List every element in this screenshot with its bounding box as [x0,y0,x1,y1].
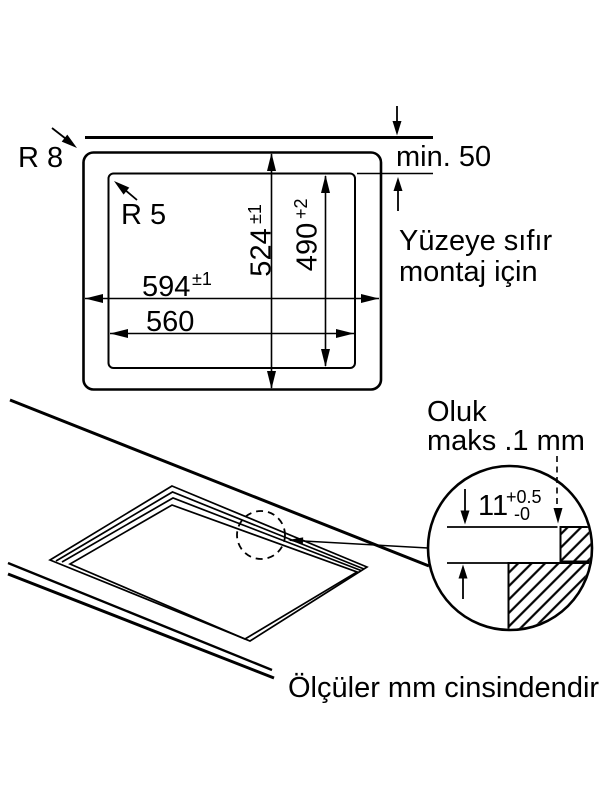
rebate-depth-down-arrow-icon [460,489,470,525]
arrowhead-up-icon [267,153,276,171]
arrowhead-down-icon [321,349,330,367]
arrowhead-left-icon [110,329,128,338]
dim-524-value: 524 [246,228,278,276]
rebate-depth-tolerance-upper: +0.5 [506,487,542,507]
rim-ring-outer [48,485,369,642]
dimension-outer-width: 594 ±1 [85,269,379,303]
dim-594-value: 594 [142,271,190,303]
rebate-depth-value: 11 [478,490,508,522]
rim-ring-inner [61,497,362,572]
groove-pointer-dashed-arrow [553,456,563,524]
worktop-front-edge-line-2 [7,572,275,680]
arrowhead-right-icon [361,294,379,303]
rebate-depth-tolerance-lower: -0 [514,504,530,524]
r5-leader-arrow-icon [114,181,138,201]
dim-524-tolerance: ±1 [245,204,265,224]
min50-up-arrow-icon [393,177,403,211]
dim-594-tolerance: ±1 [192,269,212,289]
min50-label: min. 50 [396,141,491,173]
rebate-depth-up-arrow-icon [458,564,468,599]
flush-note-line1: Yüzeye sıfır [399,225,552,257]
flush-note-line2: montaj için [399,256,538,288]
arrowhead-down-icon [267,371,276,389]
cutout-hole-outline [68,504,359,640]
dim-560-value: 560 [146,306,194,338]
arrowhead-left-icon [85,294,103,303]
top-view-diagram: min. 50 Yüzeye sıfır montaj için R 8 R 5 [18,106,552,391]
worktop-back-edge-line [9,398,430,568]
groove-highlight-dashed-circle [236,510,286,560]
worktop-front-edge-line-1 [7,561,273,672]
units-note: Ölçüler mm cinsindendir [288,672,599,704]
groove-label-line1: Oluk [427,396,487,428]
dimension-cutout-width: 560 [110,306,354,338]
dim-490-tolerance: +2 [291,198,311,219]
worktop-section-lower-hatch [507,562,591,629]
perspective-view-diagram: 11 +0.5 -0 Oluk maks .1 mm [7,396,594,680]
r8-leader-arrow-icon [51,127,77,148]
arrowhead-right-icon [336,329,354,338]
dim-490-value: 490 [292,223,324,271]
groove-label-line2: maks .1 mm [427,425,585,457]
worktop-section-upper-hatch [559,526,591,563]
hob-outline [82,151,383,391]
cutout-outline [107,172,356,369]
detail-leader-arrow [288,537,429,549]
r8-label: R 8 [18,142,63,174]
r5-label: R 5 [121,199,166,231]
arrowhead-up-icon [321,175,330,193]
dimension-cutout-depth: 490 +2 [291,175,330,367]
min50-down-arrow-icon [392,106,402,136]
dimension-outer-depth: 524 ±1 [245,153,278,389]
